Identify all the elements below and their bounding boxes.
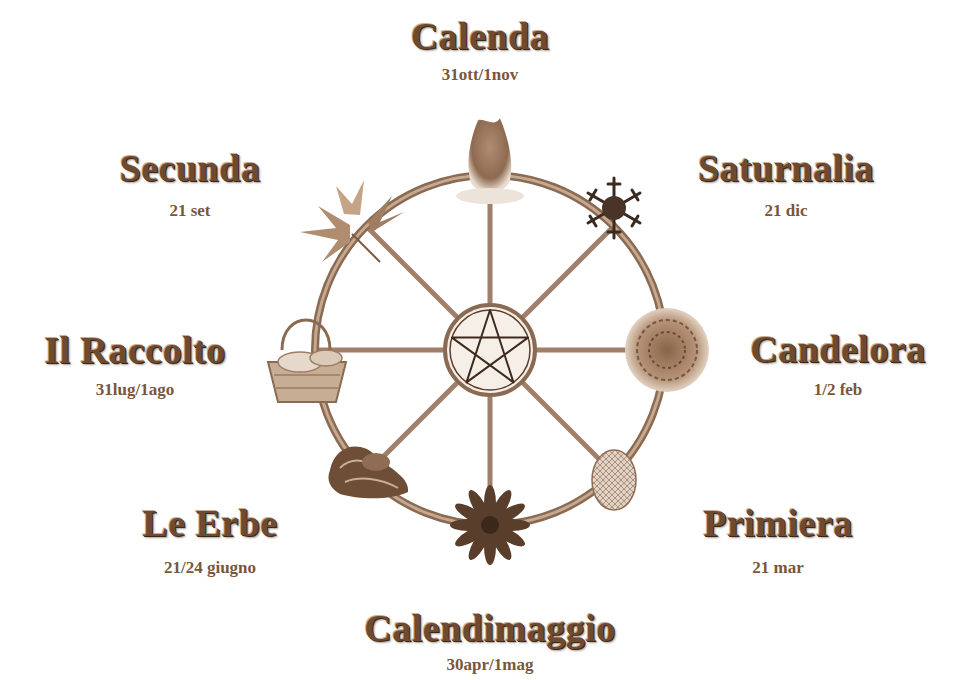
festival-date: 31lug/1ago bbox=[96, 380, 174, 400]
wheel-spokes bbox=[318, 178, 662, 522]
nest-icon bbox=[625, 308, 709, 392]
festival-name: Le Erbe bbox=[142, 501, 277, 545]
festival-name: Il Raccolto bbox=[44, 328, 226, 372]
festival-date: 21 set bbox=[169, 201, 210, 221]
shell-icon bbox=[328, 447, 408, 499]
flame-icon bbox=[456, 118, 524, 204]
festival-date: 1/2 feb bbox=[814, 380, 863, 400]
festival-name: Primiera bbox=[703, 501, 853, 545]
festival-name: Calenda bbox=[411, 14, 550, 58]
festival-date: 30apr/1mag bbox=[447, 655, 534, 675]
wheel-rim-light bbox=[315, 175, 665, 525]
egg-icon bbox=[592, 450, 636, 510]
festival-date: 21/24 giugno bbox=[164, 558, 256, 578]
festival-date: 31ott/1nov bbox=[442, 65, 519, 85]
snowflake-icon bbox=[588, 178, 640, 238]
basket-icon bbox=[268, 320, 346, 402]
festival-name: Secunda bbox=[120, 146, 261, 190]
festival-name: Candelora bbox=[750, 327, 926, 371]
pentacle-circle bbox=[450, 310, 530, 390]
wheel-hub bbox=[445, 305, 535, 395]
flower-icon bbox=[450, 485, 530, 565]
festival-name: Calendimaggio bbox=[364, 606, 615, 650]
pentagram bbox=[452, 310, 528, 382]
wheel-rim bbox=[315, 175, 665, 525]
festival-date: 21 mar bbox=[752, 558, 803, 578]
festival-date: 21 dic bbox=[765, 201, 808, 221]
festival-name: Saturnalia bbox=[698, 146, 874, 190]
leaves-icon bbox=[300, 180, 404, 262]
